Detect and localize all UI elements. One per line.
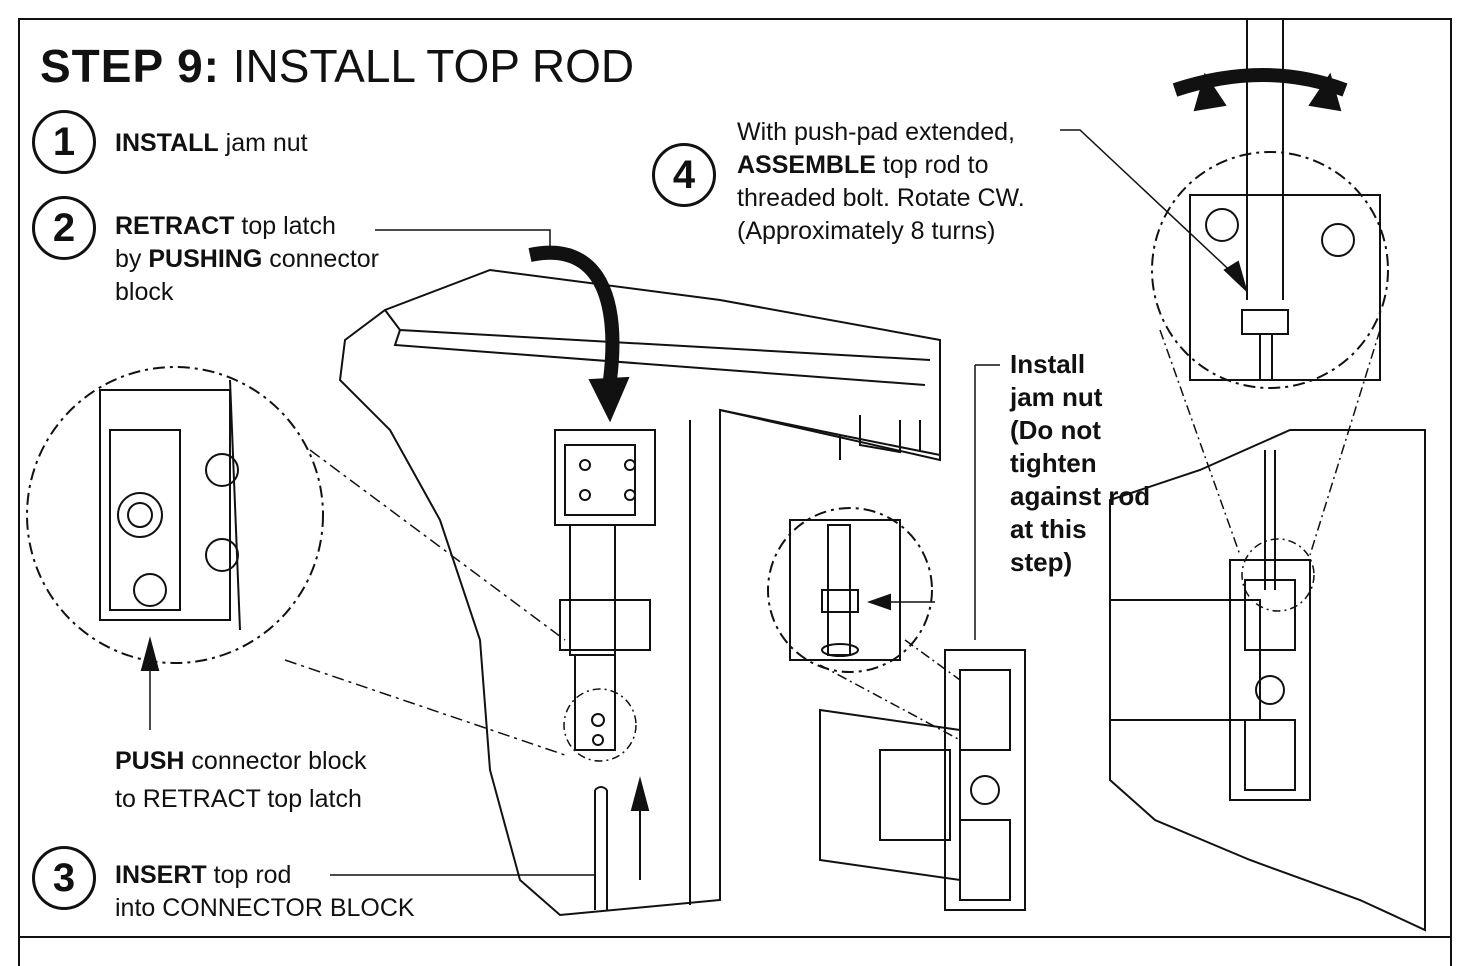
page-title: STEP 9: INSTALL TOP ROD — [40, 38, 634, 94]
step-3-text: INSERT top rod into CONNECTOR BLOCK — [115, 861, 415, 922]
connector-block-detail — [26, 366, 324, 664]
step-4-text: With push-pad extended, ASSEMBLE top rod… — [737, 118, 1025, 245]
step-4-badge: 4 — [652, 143, 716, 207]
step-2-text: RETRACT top latch by PUSHING connector b… — [115, 212, 380, 306]
header-rail — [384, 309, 941, 460]
rod-assembly-detail — [1151, 20, 1389, 389]
step-number-label: STEP 9: — [40, 40, 220, 92]
push-note: PUSH connector block to RETRACT top latc… — [115, 747, 367, 813]
door-stile — [689, 420, 721, 905]
step-1-badge: 1 — [32, 110, 96, 174]
step-2-badge: 2 — [32, 196, 96, 260]
bottom-section-border — [18, 936, 1452, 966]
rotate-arrow-icon — [1193, 72, 1227, 112]
door-right-panel — [1109, 429, 1426, 932]
step-1-text: INSTALL jam nut — [115, 129, 308, 157]
bar-assembly-middle — [819, 649, 1026, 911]
jam-nut-detail — [767, 507, 933, 673]
latch-mechanism — [554, 429, 656, 751]
step-title-label: INSTALL TOP ROD — [232, 40, 635, 92]
top-rod — [594, 786, 608, 910]
curved-arrow-icon — [528, 245, 620, 381]
jam-nut-note: Install jam nut (Do not tighten against … — [1010, 349, 1151, 577]
step-3-badge: 3 — [32, 846, 96, 910]
